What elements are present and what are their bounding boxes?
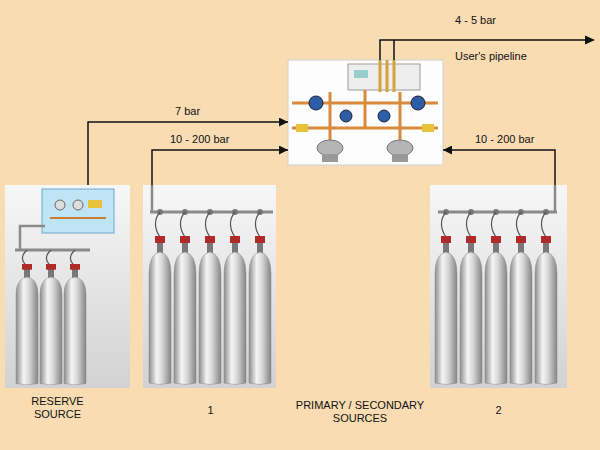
pressure-gauge <box>73 200 83 210</box>
gas-cylinder <box>435 236 457 385</box>
pressure-label: 4 - 5 bar <box>455 14 496 27</box>
photo-backdrop <box>430 185 567 388</box>
control-panel <box>288 60 443 165</box>
gas-cylinder <box>224 236 246 385</box>
outlet-pipe <box>379 60 382 92</box>
pressure-gauge <box>340 110 352 122</box>
node-label: 2 <box>495 404 501 417</box>
pigtail-hoses <box>22 250 75 266</box>
pressure-gauge <box>309 96 323 110</box>
pressure-gauge <box>378 110 390 122</box>
copper-pipe <box>329 92 332 140</box>
arrow-head <box>585 36 595 45</box>
feed-pipe <box>554 185 557 212</box>
display-window <box>354 70 368 78</box>
copper-pipe <box>364 90 367 128</box>
reserve-bank <box>5 185 130 388</box>
panel-pipe <box>50 217 106 219</box>
gas-cylinder <box>40 264 62 385</box>
copper-pipes <box>292 90 438 140</box>
group-caption: PRIMARY / SECONDARY SOURCES <box>290 399 430 425</box>
copper-pipe <box>399 92 402 140</box>
cylinder-bank <box>430 185 567 388</box>
node-label: RESERVE SOURCE <box>26 395 90 421</box>
pressure-gauge <box>55 200 65 210</box>
photo-backdrop <box>5 185 130 388</box>
gas-cylinder <box>174 236 196 385</box>
valve-symbol <box>88 200 102 208</box>
regulator <box>317 140 343 156</box>
pigtail-hoses <box>441 212 546 237</box>
outlet-pipe <box>393 60 396 92</box>
regulator-base <box>392 154 408 162</box>
switchover-panel <box>42 189 114 233</box>
gas-cylinder <box>510 236 532 385</box>
pressure-line <box>152 150 288 185</box>
regulator <box>387 140 413 156</box>
pressure-label: 10 - 200 bar <box>475 133 534 146</box>
gas-cylinder <box>64 264 86 385</box>
pressure-line <box>443 150 555 185</box>
valve-symbol <box>422 124 434 132</box>
pipeline-label: User's pipeline <box>455 50 527 63</box>
pressure-label: 10 - 200 bar <box>170 133 229 146</box>
pressure-line <box>88 122 288 185</box>
gas-cylinder <box>460 236 482 385</box>
gas-cylinder <box>249 236 271 385</box>
pressure-label: 7 bar <box>175 105 200 118</box>
pressure-gauge <box>411 96 425 110</box>
outlet-pipes <box>380 60 394 92</box>
outlet-pipe <box>386 60 389 92</box>
feed-pipe <box>20 226 45 250</box>
cylinder-bank <box>143 185 276 388</box>
reserve-source: RESERVE SOURCE <box>5 185 110 425</box>
panel-board <box>288 60 443 165</box>
gas-cylinder <box>149 236 171 385</box>
cylinder-bank: 2 <box>430 185 567 421</box>
photo-backdrop <box>143 185 276 388</box>
node-label: 1 <box>207 404 213 417</box>
control-panel <box>288 60 443 165</box>
cylinder-bank: 1 <box>143 185 278 421</box>
gas-cylinder <box>485 236 507 385</box>
gas-cylinder <box>535 236 557 385</box>
gas-cylinder <box>199 236 221 385</box>
valve-symbol <box>296 124 308 132</box>
regulator-base <box>322 154 338 162</box>
outlet-line <box>393 40 395 60</box>
feed-pipe <box>151 185 154 212</box>
controller-box <box>348 64 420 90</box>
pigtail-hoses <box>155 212 260 237</box>
gas-cylinder <box>16 264 38 385</box>
